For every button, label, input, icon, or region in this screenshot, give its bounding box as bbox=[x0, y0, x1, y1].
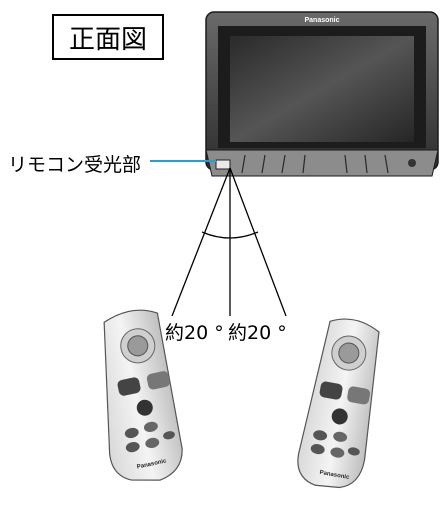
monitor-screen bbox=[230, 36, 414, 142]
reception-cone bbox=[171, 167, 287, 317]
monitor bbox=[205, 11, 439, 177]
view-title: 正面図 bbox=[52, 14, 164, 60]
angle-label-left: 約20 ° bbox=[165, 322, 224, 344]
monitor-buttons bbox=[241, 154, 389, 174]
angle-label-right: 約20 ° bbox=[228, 322, 287, 344]
right-remote-brand: Panasonic bbox=[319, 470, 350, 481]
angle-arc bbox=[201, 231, 259, 239]
remote-sensor-label: リモコン受光部 bbox=[8, 154, 142, 176]
right-remote: Panasonic bbox=[297, 318, 380, 489]
monitor-brand-logo: Panasonic bbox=[304, 17, 339, 24]
left-remote: Panasonic bbox=[103, 309, 183, 481]
ir-sensor bbox=[215, 159, 231, 170]
